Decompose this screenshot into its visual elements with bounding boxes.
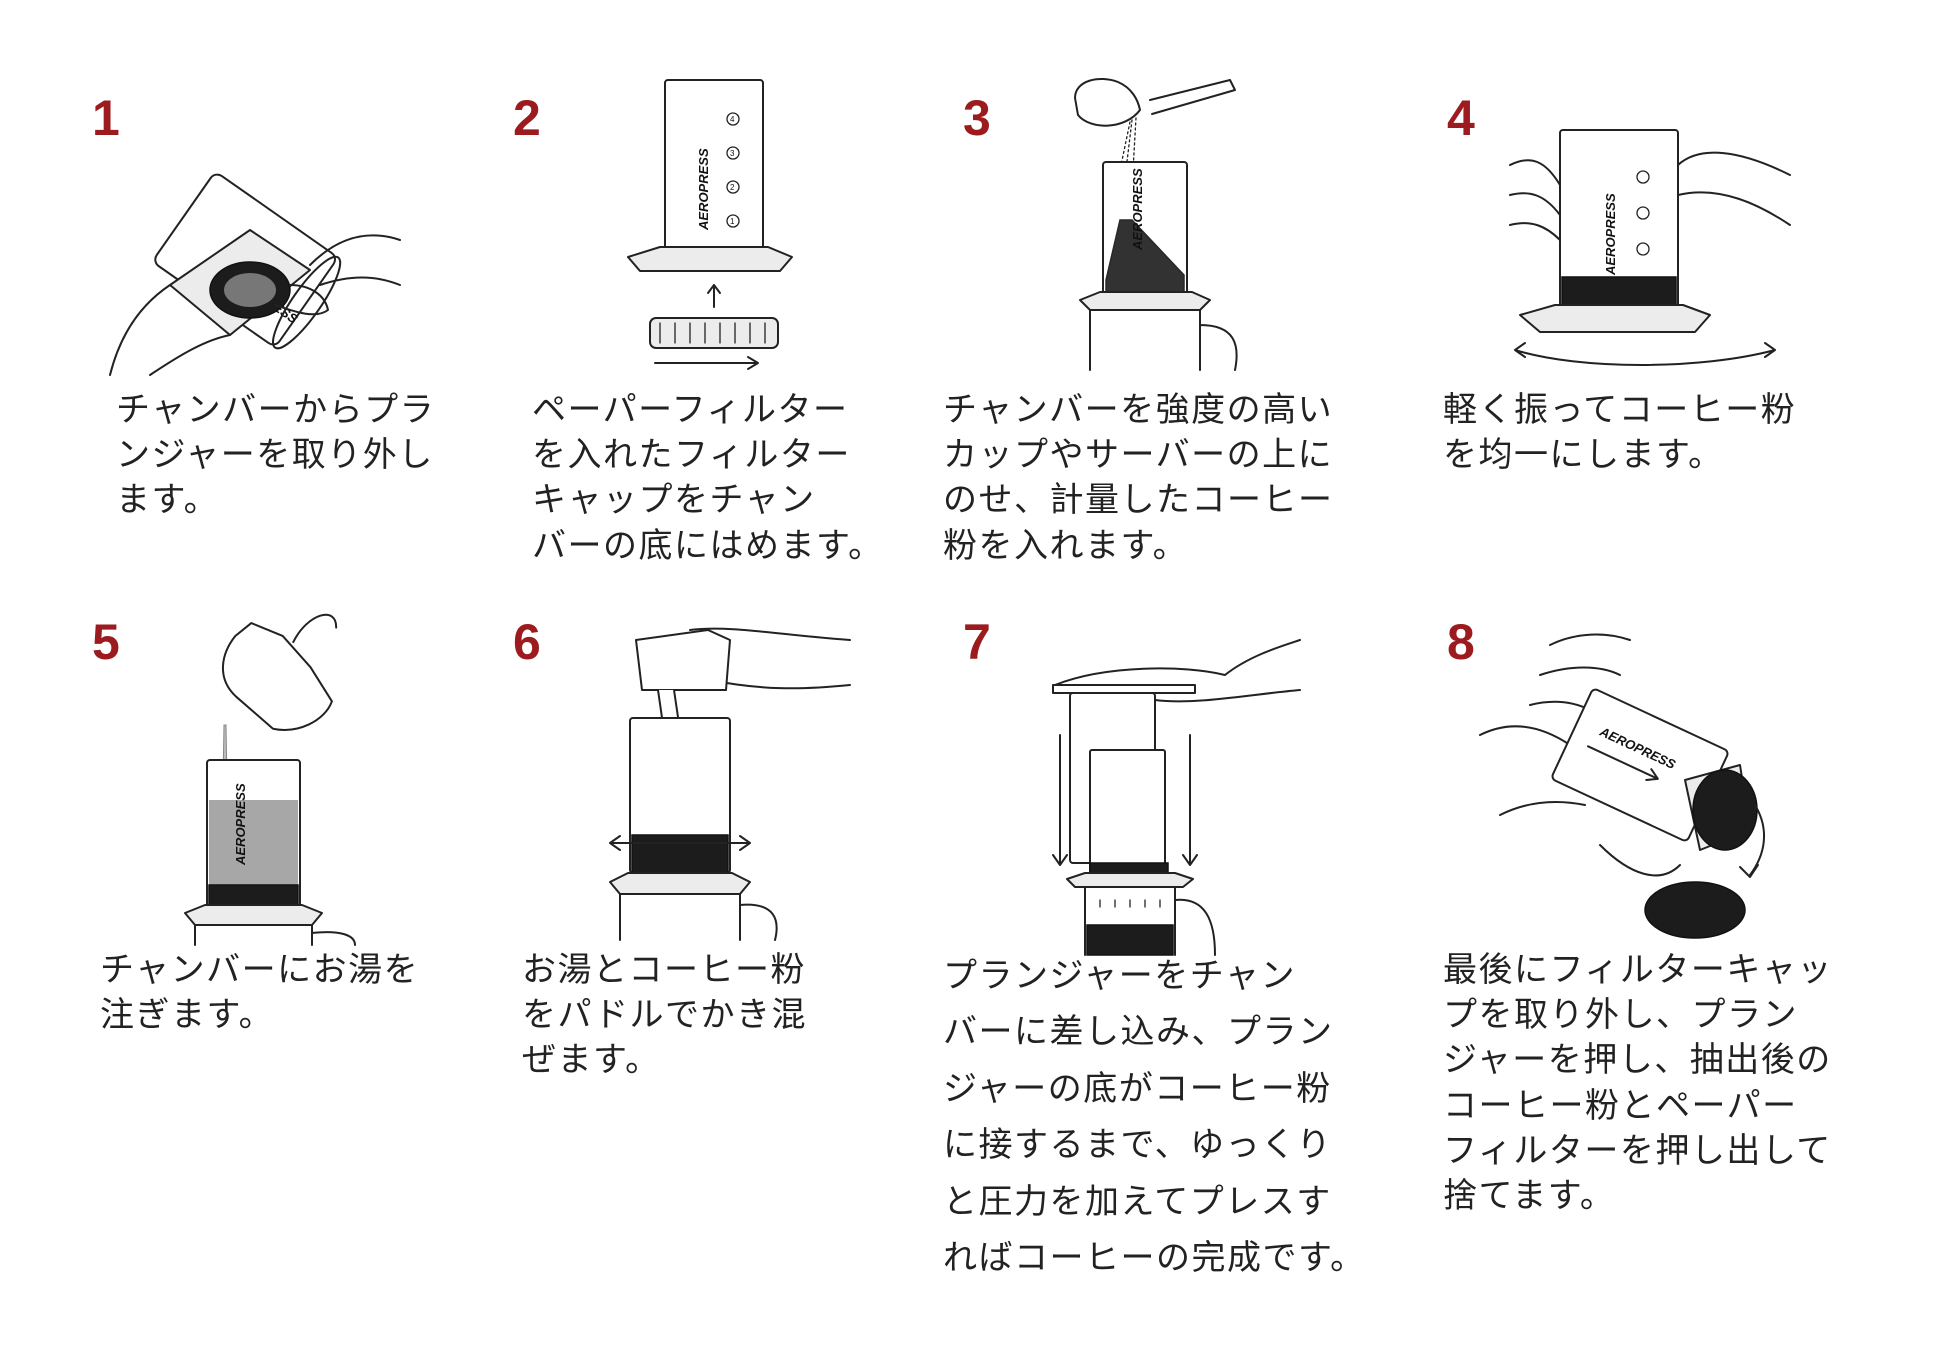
press-illustration (1045, 625, 1305, 955)
svg-text:4: 4 (730, 115, 735, 124)
aeropress-logo: AEROPRESS (1603, 193, 1618, 276)
step-number: 7 (963, 617, 991, 667)
filter-cap-illustration: AEROPRESS 4 3 2 1 (620, 75, 800, 385)
step-number: 3 (963, 93, 991, 143)
step-description: チャンバーからプラ ンジャーを取り外し ます。 (116, 388, 435, 524)
step-number: 6 (513, 617, 541, 667)
pour-water-illustration: AEROPRESS (180, 615, 400, 945)
shake-illustration: AEROPRESS (1500, 125, 1800, 365)
step-description: 軽く振ってコーヒー粉 を均一にします。 (1443, 388, 1796, 478)
stir-illustration (600, 620, 860, 940)
svg-text:1: 1 (730, 217, 735, 226)
step-description: チャンバーにお湯を 注ぎます。 (100, 948, 419, 1038)
step-description: チャンバーを強度の高い カップやサーバーの上に のせ、計量したコーヒー 粉を入れ… (943, 388, 1334, 569)
remove-plunger-illustration: AEROPRESS (110, 135, 400, 380)
aeropress-logo: AEROPRESS (696, 148, 711, 231)
step-number: 4 (1447, 93, 1475, 143)
aeropress-logo: AEROPRESS (1130, 168, 1145, 251)
step-number: 5 (92, 617, 120, 667)
step-description: お湯とコーヒー粉 をパドルでかき混 ぜます。 (522, 948, 807, 1084)
aeropress-logo: AEROPRESS (233, 783, 248, 866)
svg-text:2: 2 (730, 183, 735, 192)
step-number: 2 (513, 93, 541, 143)
eject-illustration: AEROPRESS (1470, 615, 1770, 945)
step-description: プランジャーをチャン バーに差し込み、プラン ジャーの底がコーヒー粉 に接するま… (943, 948, 1366, 1287)
svg-text:3: 3 (730, 149, 735, 158)
step-description: 最後にフィルターキャッ プを取り外し、プラン ジャーを押し、抽出後の コーヒー粉… (1443, 948, 1833, 1219)
add-coffee-illustration: AEROPRESS (1070, 70, 1250, 375)
step-description: ペーパーフィルター を入れたフィルター キャップをチャン バーの底にはめます。 (532, 388, 884, 569)
